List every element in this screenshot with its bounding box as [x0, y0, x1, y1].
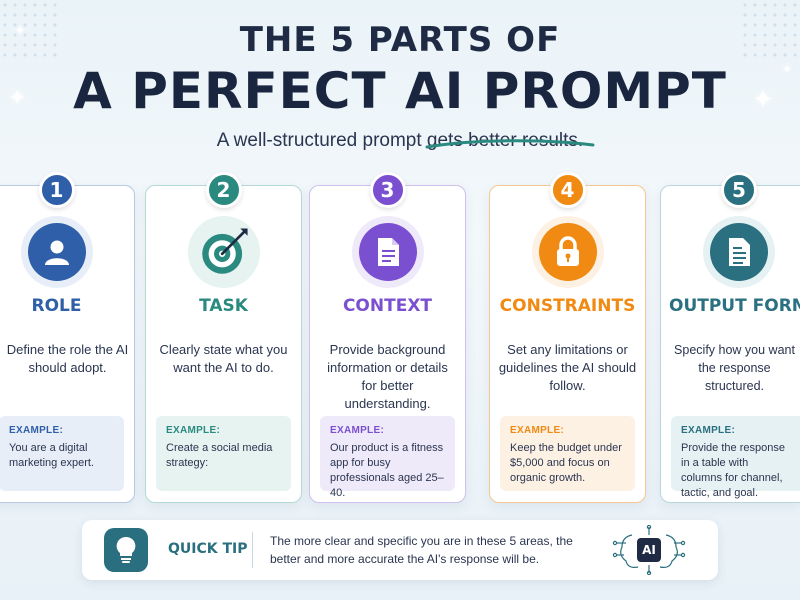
card-task: 2 TASK Clearly state what you want the A… — [145, 172, 302, 503]
quick-tip-bar: QUICK TIP The more clear and specific yo… — [82, 520, 718, 580]
example-label: EXAMPLE: — [681, 425, 736, 436]
card-description: Define the role the AI should adopt. — [6, 342, 129, 375]
number-badge: 5 — [721, 172, 757, 208]
dot-pattern — [740, 0, 800, 60]
number-badge: 1 — [38, 172, 75, 208]
sparkle-icon: ✦ — [782, 62, 793, 76]
subtitle: A well-structured prompt gets better res… — [216, 130, 584, 151]
card-title: CONTEXT — [342, 296, 433, 316]
underline-swoosh — [425, 139, 595, 149]
example-label: EXAMPLE: — [330, 425, 385, 436]
header: THE 5 PARTS OF A PERFECT AI PROMPT A wel… — [0, 20, 800, 152]
title-line-1: THE 5 PARTS OF — [239, 20, 561, 60]
tip-label: QUICK TIP — [168, 541, 248, 557]
card-title: OUTPUT FORMAT — [669, 296, 800, 316]
target-icon — [195, 223, 253, 281]
example-label: EXAMPLE: — [9, 425, 64, 436]
prompt-parts: 1 ROLE Define the role the AI should ado… — [0, 170, 800, 510]
example-box: EXAMPLE: Create a social media strategy: — [156, 416, 291, 491]
document-icon — [358, 223, 417, 281]
card-title: TASK — [199, 296, 248, 316]
card-output-format: 5 OUTPUT FORMAT Specify how you want the… — [660, 172, 800, 503]
sparkle-icon: ✦ — [752, 84, 774, 114]
card-description: Set any limitations or guidelines the AI… — [498, 342, 637, 393]
sparkle-icon: ✦ — [8, 85, 27, 110]
card-description: Provide background information or detail… — [327, 342, 448, 411]
number-badge: 4 — [549, 172, 586, 208]
example-box: EXAMPLE: Our product is a fitness app fo… — [320, 416, 455, 499]
example-text: Our product is a fitness app for busy pr… — [330, 442, 444, 499]
title-line-2: A PERFECT AI PROMPT — [73, 62, 727, 120]
example-box: EXAMPLE: You are a digital marketing exp… — [0, 416, 124, 491]
card-title: CONSTRAINTS — [499, 296, 636, 316]
list-document-icon — [710, 223, 768, 281]
ai-brain-icon: AI — [612, 524, 686, 576]
card-description: Specify how you want the response struct… — [674, 343, 795, 393]
example-label: EXAMPLE: — [510, 425, 565, 436]
example-label: EXAMPLE: — [166, 425, 221, 436]
lightbulb-icon — [104, 528, 148, 572]
lock-icon — [538, 223, 597, 281]
card-context: 3 CONTEXT Provide background information… — [309, 172, 466, 503]
example-box: EXAMPLE: Keep the budget under $5,000 an… — [500, 416, 635, 491]
card-title: ROLE — [31, 296, 82, 316]
card-description: Clearly state what you want the AI to do… — [159, 342, 288, 375]
example-box: EXAMPLE: Provide the response in a table… — [671, 416, 800, 499]
example-text: You are a digital marketing expert. — [9, 442, 94, 469]
card-constraints: 4 CONSTRAINTS Set any limitations or gui… — [489, 172, 646, 503]
ai-badge-text: AI — [642, 543, 656, 557]
card-role: 1 ROLE Define the role the AI should ado… — [0, 172, 135, 503]
tip-text: The more clear and specific you are in t… — [270, 534, 573, 566]
example-text: Create a social media strategy: — [166, 442, 273, 469]
number-badge: 2 — [205, 172, 242, 208]
example-text: Keep the budget under $5,000 and focus o… — [510, 442, 622, 484]
number-badge: 3 — [369, 172, 406, 208]
example-text: Provide the response in a table with col… — [681, 442, 785, 499]
person-icon — [27, 223, 86, 281]
divider — [252, 532, 253, 568]
dot-pattern — [0, 0, 60, 60]
